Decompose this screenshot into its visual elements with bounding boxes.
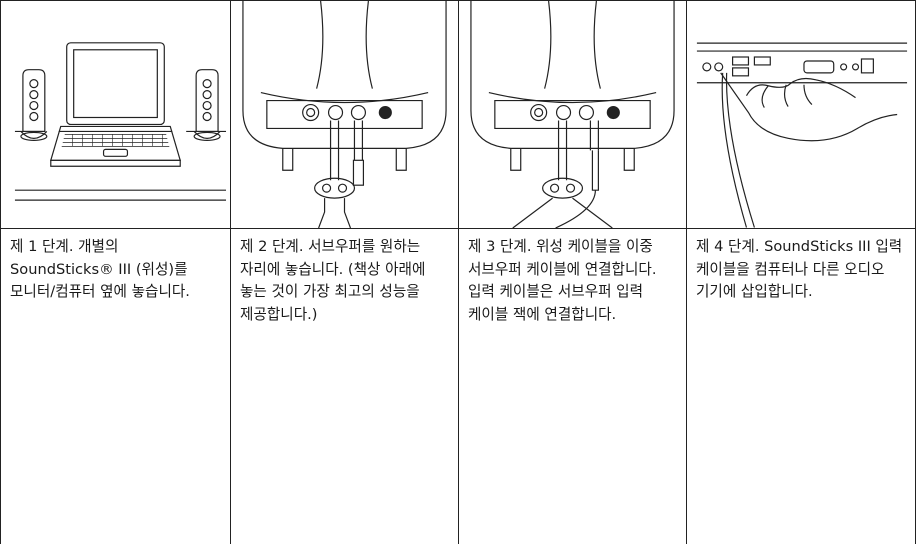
step-2-illustration	[230, 0, 458, 228]
step-4-text: 제 4 단계. SoundSticks III 입력 케이블을 컴퓨터나 다른 …	[696, 238, 903, 301]
step-3-cell: 제 3 단계. 위성 케이블을 이중 서브우퍼 케이블에 연결합니다. 입력 케…	[458, 228, 686, 544]
step-2-text: 제 2 단계. 서브우퍼를 원하는 자리에 놓습니다. (책상 아래에 놓는 것…	[240, 238, 426, 323]
step-4-illustration	[686, 0, 916, 228]
hand-plug-icon	[696, 42, 908, 228]
step-3-illustration	[458, 0, 686, 228]
step-2-cell: 제 2 단계. 서브우퍼를 원하는 자리에 놓습니다. (책상 아래에 놓는 것…	[230, 228, 458, 544]
step-1-illustration	[0, 0, 230, 228]
step-1-text: 제 1 단계. 개별의 SoundSticks® III (위성)를 모니터/컴…	[10, 238, 190, 301]
step-1-cell: 제 1 단계. 개별의 SoundSticks® III (위성)를 모니터/컴…	[0, 228, 230, 544]
step-4-cell: 제 4 단계. SoundSticks III 입력 케이블을 컴퓨터나 다른 …	[686, 228, 916, 544]
step-3-text: 제 3 단계. 위성 케이블을 이중 서브우퍼 케이블에 연결합니다. 입력 케…	[468, 238, 657, 323]
subwoofer-input-icon	[470, 1, 675, 228]
laptop-speakers-icon	[14, 42, 227, 201]
subwoofer-connection-icon	[242, 1, 447, 228]
